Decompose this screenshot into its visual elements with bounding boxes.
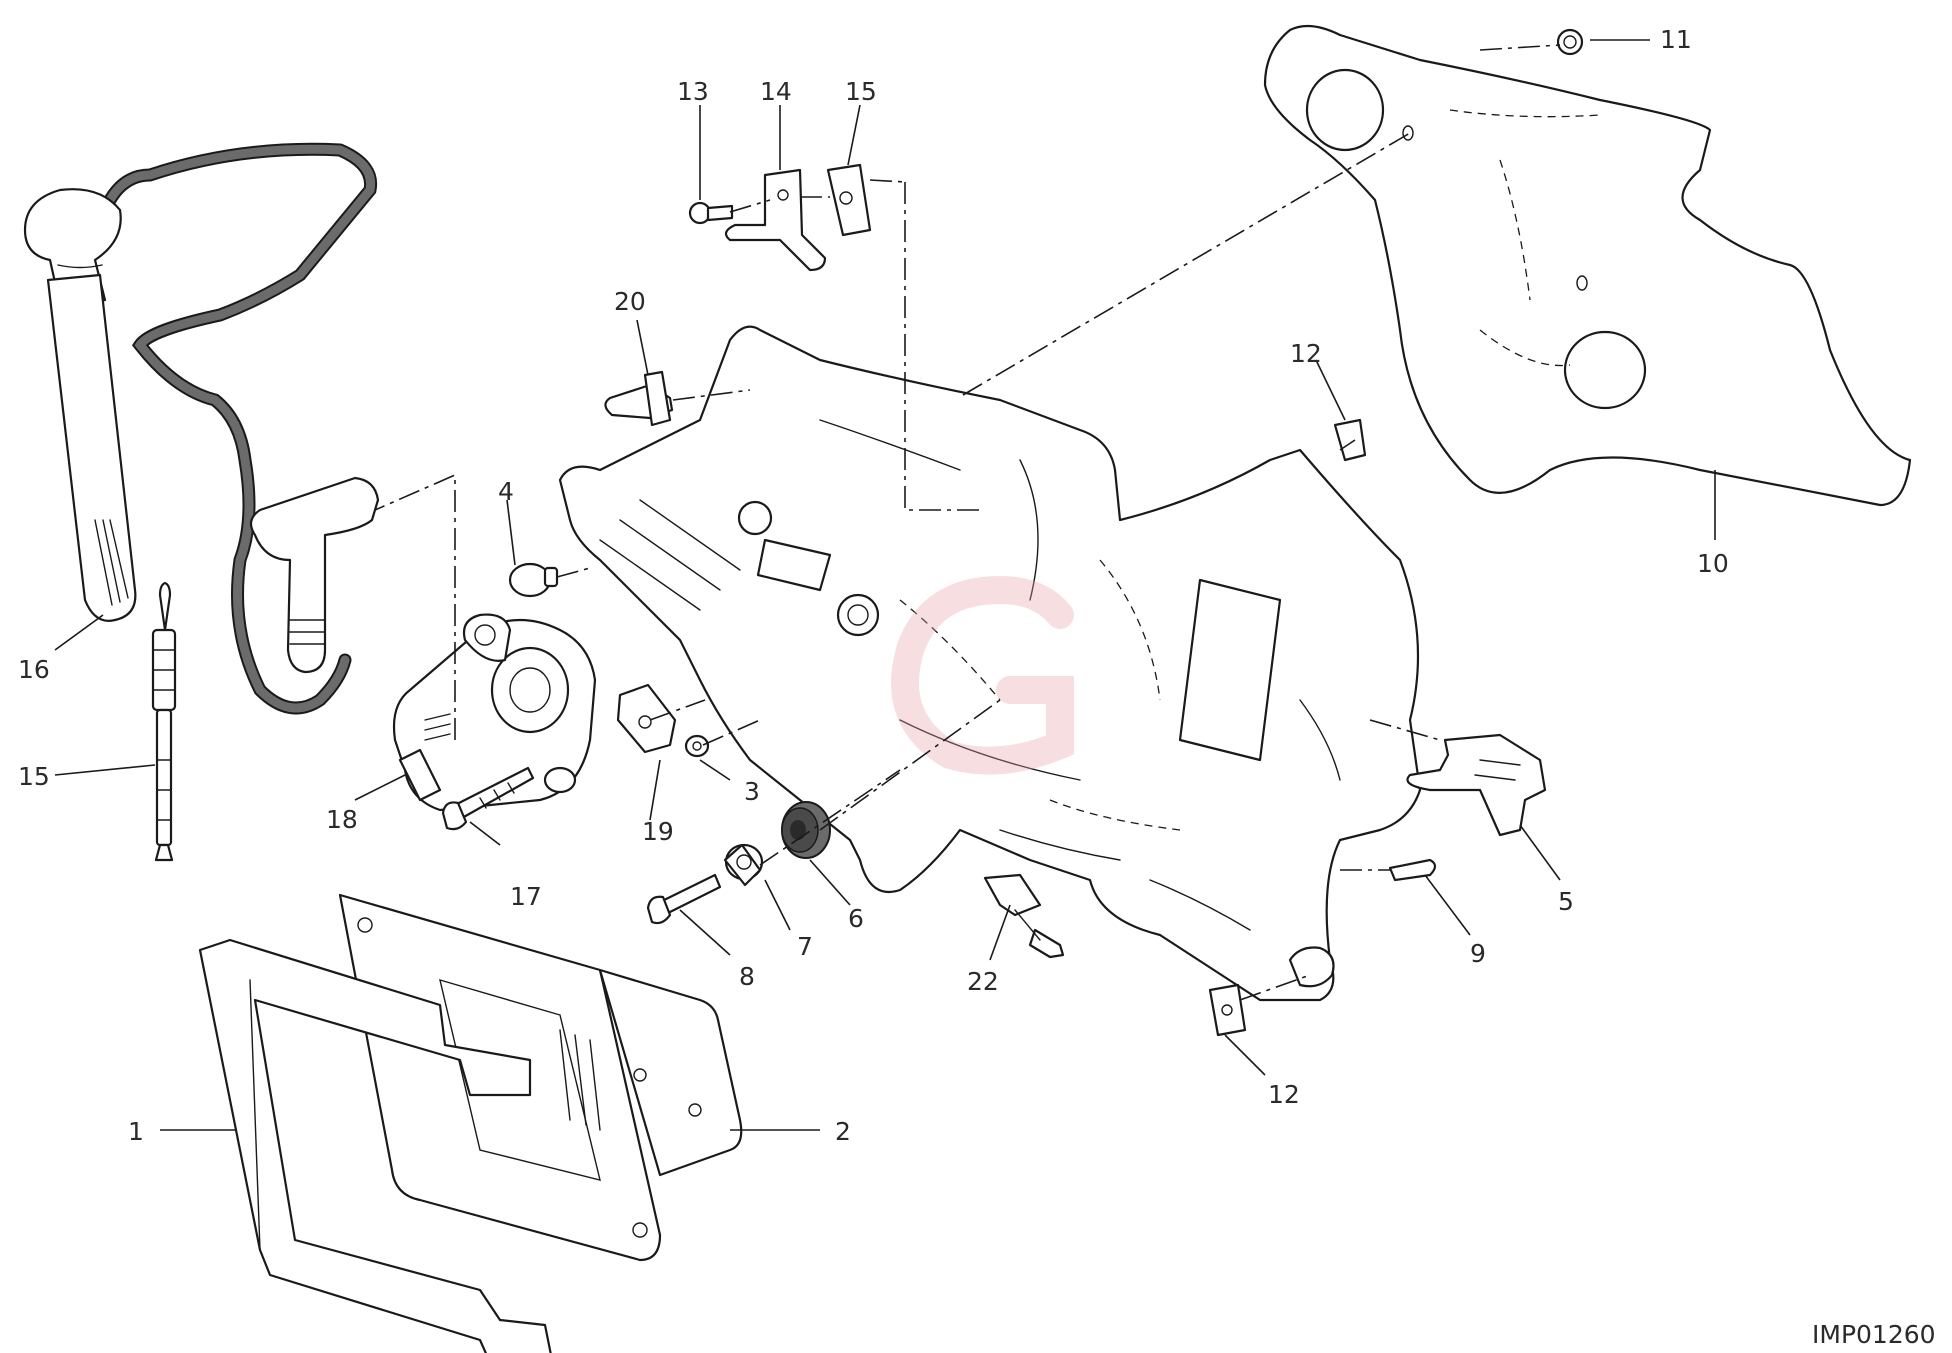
- part-4-plug: [508, 562, 559, 598]
- callouts: 11 10 12 12 13 14 15 20 4 16 15 18 17 19…: [18, 25, 1729, 1146]
- part-16-spark-plug: [151, 581, 177, 862]
- callout-5: 5: [1558, 887, 1574, 916]
- callout-6: 6: [848, 904, 864, 933]
- callout-10: 10: [1697, 549, 1729, 578]
- part-7-spacer: [723, 843, 764, 887]
- part-18-bolt: [441, 766, 535, 831]
- part-14-bracket: [724, 168, 827, 272]
- part-10-heat-shield: [1263, 24, 1912, 507]
- part-12-clip-upper: [1333, 418, 1367, 462]
- callout-18: 17: [510, 882, 542, 911]
- leader-lines: [54, 39, 1716, 1131]
- callout-7: 7: [797, 932, 813, 961]
- callout-17: 16: [18, 655, 50, 684]
- part-5-bracket: [1406, 733, 1547, 837]
- callout-22: 22: [967, 967, 999, 996]
- callout-11: 11: [1660, 25, 1692, 54]
- callout-13: 13: [677, 77, 709, 106]
- part-6-grommet: [781, 801, 831, 859]
- part-3-washer: [684, 734, 710, 758]
- part-15-clip: [826, 163, 872, 237]
- assembly-lines: [374, 44, 1561, 1001]
- callout-15: 15: [845, 77, 877, 106]
- part-9-tab: [1388, 858, 1437, 882]
- part-20-clip: [616, 683, 677, 754]
- callout-20: 19: [642, 817, 674, 846]
- callout-12-lower: 12: [1268, 1080, 1300, 1109]
- part-19-ignition-coil: [392, 613, 597, 812]
- part-2-ecu: [338, 893, 743, 1262]
- callout-14: 14: [760, 77, 792, 106]
- watermark-logo: [891, 575, 1074, 775]
- part-17-ignition-cable: [23, 142, 380, 715]
- callout-19: 18: [326, 805, 358, 834]
- part-21-fastener: [604, 370, 674, 427]
- part-12-clip-lower: [1208, 983, 1247, 1037]
- part-22-connector: [983, 873, 1065, 959]
- main-support-frame: [558, 325, 1422, 1002]
- callout-4: 4: [498, 477, 514, 506]
- part-1-frame: [198, 938, 552, 1353]
- part-8-bolt: [646, 873, 722, 925]
- part-11-nut: [1556, 28, 1584, 56]
- part-13-screw: [688, 201, 734, 225]
- callout-9: 9: [1470, 939, 1486, 968]
- callout-8: 8: [739, 962, 755, 991]
- drawing-code: IMP01260: [1812, 1320, 1936, 1349]
- callout-12-upper: 12: [1290, 339, 1322, 368]
- callout-21: 20: [614, 287, 646, 316]
- callout-16: 15: [18, 762, 50, 791]
- callout-1: 1: [128, 1117, 144, 1146]
- callout-2: 2: [835, 1117, 851, 1146]
- callout-3: 3: [744, 777, 760, 806]
